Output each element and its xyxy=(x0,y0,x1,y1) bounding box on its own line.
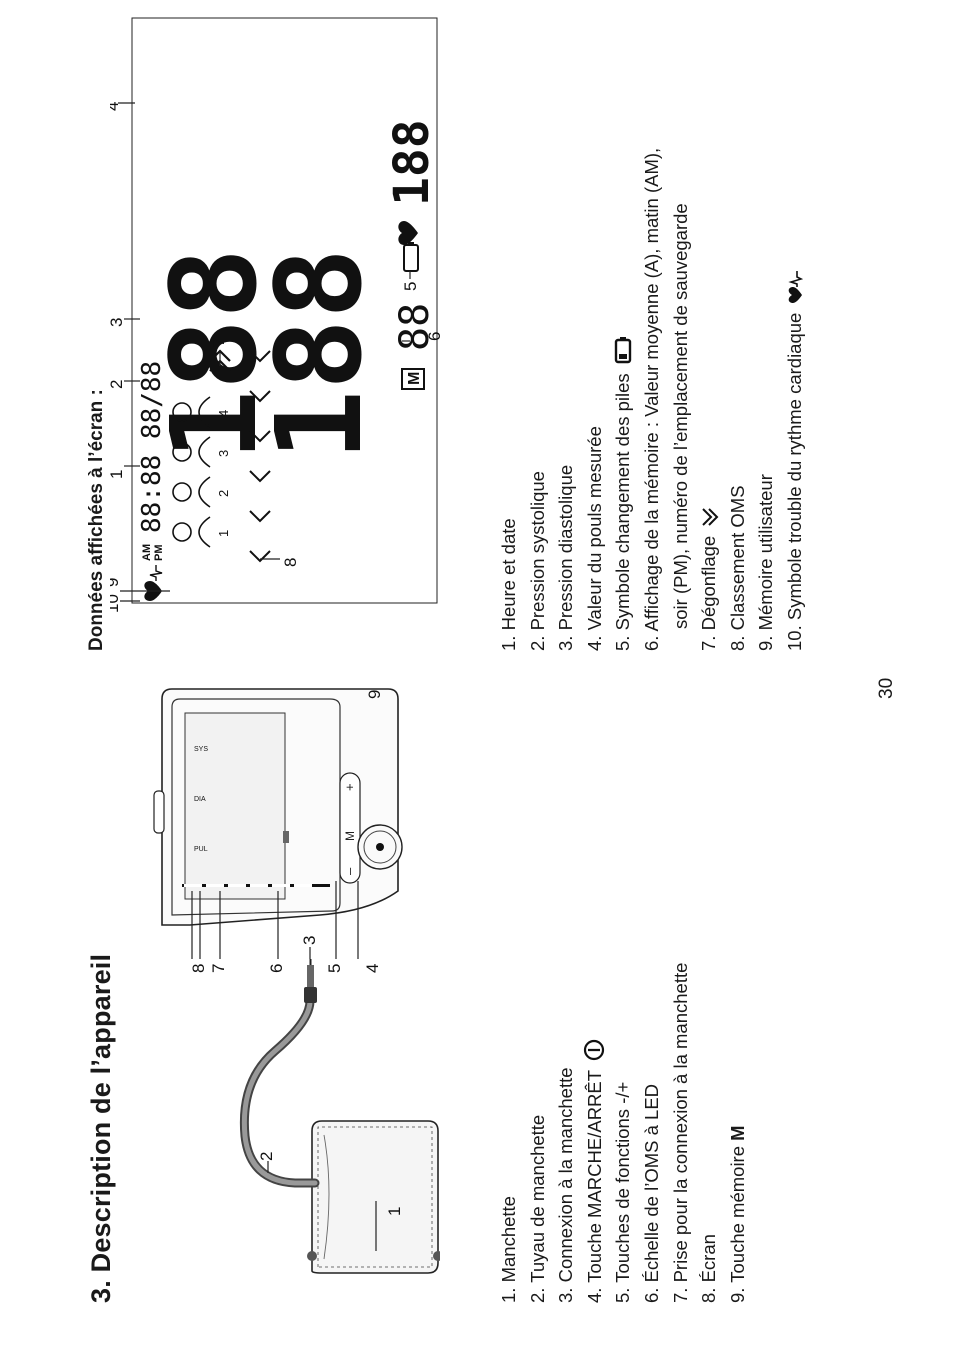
user-3: 3 xyxy=(216,450,231,457)
power-icon xyxy=(376,843,384,851)
display-callout-8: 8 xyxy=(281,558,300,567)
list-item: 9. Touche mémoire M xyxy=(726,1125,748,1303)
button-minus-label: – xyxy=(342,867,357,875)
list-item: 2. Tuyau de manchette xyxy=(526,1114,548,1303)
list-item: 8. Écran xyxy=(698,1234,720,1303)
display-callout-10: 10 xyxy=(110,594,122,613)
systolic-digits: 188 xyxy=(145,248,283,461)
memory-badge: M xyxy=(406,372,423,385)
diastolic-digits: 188 xyxy=(250,248,388,461)
button-plus-label: + xyxy=(342,783,357,791)
battery-icon xyxy=(403,242,419,272)
display-callout-3: 3 xyxy=(110,318,126,327)
user-4: 4 xyxy=(216,410,231,417)
user-2: 2 xyxy=(216,490,231,497)
list-item: 3. Connexion à la manchette xyxy=(555,1067,577,1303)
heart-rhythm-icon xyxy=(788,270,804,303)
list-item: 3. Pression diastolique xyxy=(555,464,577,651)
display-title: Données affichées à l’écran : xyxy=(86,389,107,651)
pul-label: PUL xyxy=(194,846,208,853)
user-memory-icons xyxy=(172,396,211,548)
heart-icon xyxy=(398,221,418,245)
power-icon xyxy=(583,1040,604,1061)
page-number: 30 xyxy=(876,677,897,699)
list-item: 7. Prise pour la connexion à la manchett… xyxy=(669,962,691,1303)
list-item: 7. Dégonflage xyxy=(695,148,724,651)
device-leader-lines xyxy=(191,881,377,1251)
list-item: 1. Heure et date xyxy=(498,518,519,651)
device-callout-9: 9 xyxy=(365,690,384,699)
list-item: 6. Affichage de la mémoire : Valeur moye… xyxy=(640,147,691,651)
am-label: AM xyxy=(141,544,153,561)
display-figure: AM PM 88:88 88/88 188 188 188 88 M 1 2 3… xyxy=(110,17,440,613)
list-item: 9. Mémoire utilisateur xyxy=(755,474,777,651)
display-symbols-list: 1. Heure et date 2. Pression systolique … xyxy=(495,148,810,651)
who-classification-icons xyxy=(249,350,271,563)
heart-rhythm-icon xyxy=(144,565,163,601)
list-item: 8. Classement OMS xyxy=(726,485,748,651)
device-callout-8: 8 xyxy=(189,964,208,973)
dia-label: DIA xyxy=(194,796,206,803)
list-item: 1. Manchette xyxy=(498,1196,519,1303)
memory-digits: 88 xyxy=(392,303,438,351)
device-callout-7: 7 xyxy=(209,964,228,973)
device-callout-2: 2 xyxy=(257,1152,276,1161)
device-parts-list: 1. Manchette 2. Tuyau de manchette 3. Co… xyxy=(495,963,752,1303)
display-leader-lines xyxy=(118,102,411,602)
device-figure: M – + SYS DIA PUL 1 2 xyxy=(153,688,440,1274)
list-item: 5. Touches de fonctions -/+ xyxy=(612,1081,634,1303)
display-callout-6: 6 xyxy=(425,332,440,341)
user-1: 1 xyxy=(216,530,231,537)
lcd-frame xyxy=(131,17,438,604)
device-callout-1: 1 xyxy=(385,1207,404,1216)
device-callout-3: 3 xyxy=(300,936,319,945)
hose-illustration xyxy=(239,959,320,1188)
display-callout-7: 7 xyxy=(209,338,228,347)
battery-icon xyxy=(615,337,632,364)
list-item: 6. Échelle de l’OMS à LED xyxy=(640,1083,662,1303)
deflate-icon xyxy=(702,507,719,526)
pm-label: PM xyxy=(153,545,165,562)
list-item: 10. Symbole trouble du rythme cardiaque xyxy=(781,148,810,651)
function-buttons[interactable] xyxy=(339,772,361,884)
display-callout-5: 5 xyxy=(401,282,420,291)
display-callout-4: 4 xyxy=(110,102,122,111)
list-item: 2. Pression systolique xyxy=(526,471,548,651)
display-callout-2: 2 xyxy=(110,380,126,389)
list-item: 5. Symbole changement des piles xyxy=(609,148,638,651)
who-led-scale xyxy=(182,884,330,887)
device-callout-4: 4 xyxy=(363,964,382,973)
list-item: 4. Touche MARCHE/ARRÊT xyxy=(581,963,610,1303)
monitor-illustration: M – + SYS DIA PUL xyxy=(153,688,403,926)
list-item: 4. Valeur du pouls mesurée xyxy=(583,426,605,651)
time-date-display: 88:88 88/88 xyxy=(137,361,167,533)
sys-label: SYS xyxy=(194,746,208,753)
button-m-label: M xyxy=(343,831,357,841)
display-callout-1: 1 xyxy=(110,470,126,479)
pulse-digits: 188 xyxy=(384,119,440,206)
display-callout-9: 9 xyxy=(110,578,122,587)
cuff-illustration xyxy=(307,1120,440,1274)
device-callout-6: 6 xyxy=(267,964,286,973)
device-callout-5: 5 xyxy=(325,964,344,973)
